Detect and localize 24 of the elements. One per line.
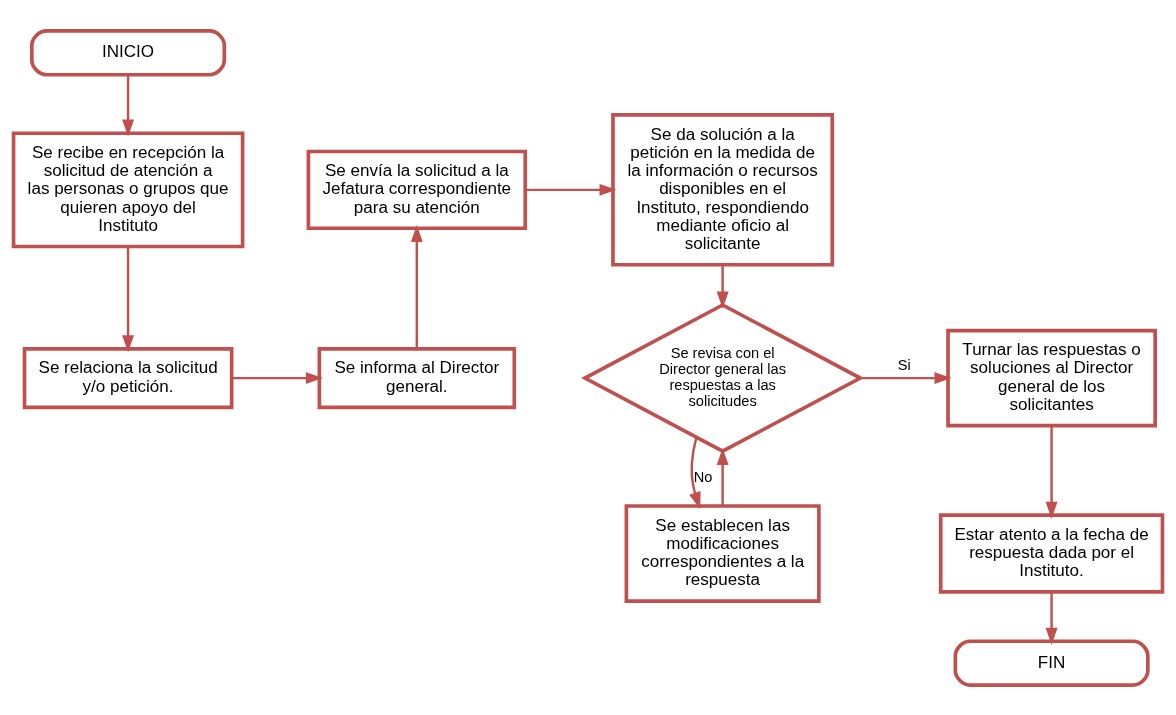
- arrow: [689, 436, 701, 509]
- edge-label: Si: [897, 356, 911, 373]
- arrow: [122, 246, 135, 352]
- edge-label: No: [693, 468, 713, 485]
- node-box: Se da solución a la petición en la medida de la información o recursos disponibles en el Instituto, respondiendo mediante oficio al solicitante: [611, 112, 835, 267]
- arrow: [525, 183, 617, 196]
- arrow: [1045, 425, 1058, 519]
- node-box: INICIO: [30, 28, 227, 77]
- arrow: [716, 447, 729, 506]
- arrow: [716, 264, 729, 309]
- arrow: [231, 371, 323, 384]
- node-box: Se envía la solicitud a la Jefatura correspondiente para su atención: [306, 149, 528, 230]
- node-box: Se relaciona la solicitud y/o petición.: [22, 346, 234, 409]
- arrow: [122, 74, 135, 137]
- node-diamond: Se revisa con el Director general las respuestas a las solicitudes: [581, 302, 865, 453]
- node-box: Se recibe en recepción la solicitud de atención a las personas o grupos que quieren apoyo del Instituto: [11, 130, 245, 248]
- node-box: Estar atento a la fecha de respuesta dada por el Instituto.: [938, 512, 1165, 594]
- arrow: [1045, 591, 1058, 645]
- arrow: [410, 224, 423, 348]
- node-box: Se informa al Director general.: [317, 346, 517, 409]
- node-box: FIN: [953, 638, 1150, 687]
- node-box: Se establecen las modificaciones correspondientes a la respuesta: [624, 503, 821, 603]
- arrow: [860, 371, 952, 384]
- node-box: Turnar las respuestas o soluciones al Director general de los solicitantes: [946, 328, 1157, 427]
